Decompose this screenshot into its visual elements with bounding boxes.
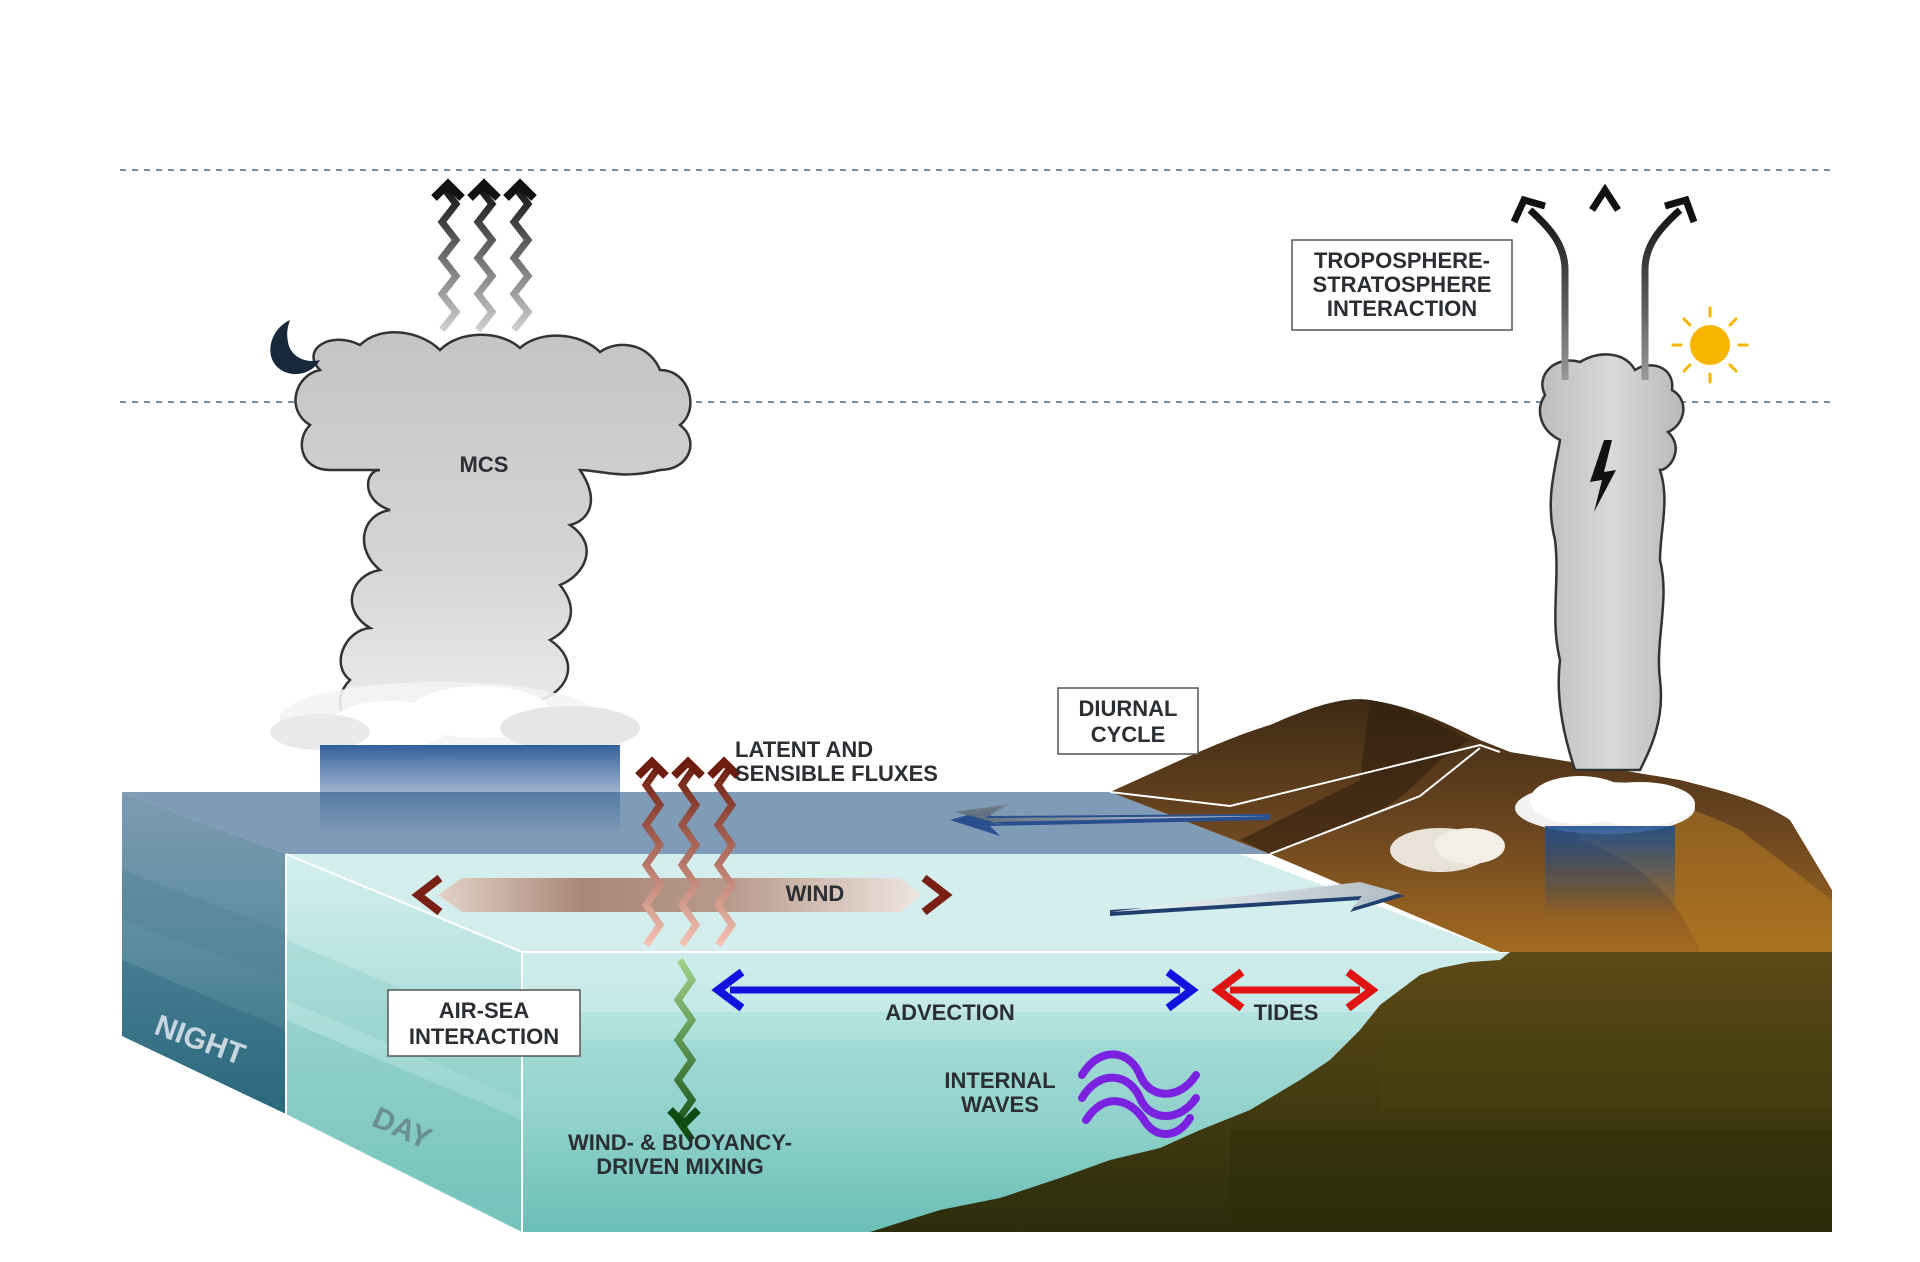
- diurnal-label-line1: DIURNAL: [1079, 696, 1178, 721]
- mcs-radiation-arrowhead-3: [503, 178, 537, 201]
- wind-arrow: [411, 874, 953, 916]
- mcs-label: MCS: [460, 452, 509, 477]
- mcs-radiation-wave-1: [437, 183, 461, 333]
- tides-label: TIDES: [1254, 1000, 1319, 1025]
- flux-wave-3: [713, 762, 737, 948]
- airsea-label-box: [387, 989, 581, 1057]
- sun-icon: [1671, 306, 1749, 384]
- mixing-arrowhead: [667, 1107, 701, 1130]
- tst-label-box: [1291, 239, 1513, 331]
- mcs-cloud: [270, 331, 692, 835]
- sea-breeze-arrow: [1110, 882, 1405, 916]
- diurnal-label-line2: CYCLE: [1091, 722, 1166, 747]
- night-side-face: [122, 792, 286, 1114]
- crescent-moon-icon: [270, 320, 320, 375]
- flux-arrowhead-1: [635, 756, 669, 779]
- flux-arrowhead-2: [671, 756, 705, 779]
- flux-arrowhead-3: [707, 756, 741, 779]
- flux-wave-2: [677, 762, 701, 948]
- fluxes-label-line2: SENSIBLE FLUXES: [735, 761, 938, 786]
- airsea-label-line2: INTERACTION: [409, 1024, 559, 1049]
- tst-label-line2: STRATOSPHERE: [1313, 272, 1492, 297]
- mcs-radiation-arrowhead-1: [431, 178, 465, 201]
- advection-arrow: [711, 968, 1199, 1012]
- rain-right: [1545, 826, 1675, 916]
- internal-waves-label-line1: INTERNAL: [944, 1068, 1055, 1093]
- convective-tower: [1390, 353, 1695, 916]
- rain-left: [320, 745, 620, 835]
- advection-label: ADVECTION: [885, 1000, 1015, 1025]
- flux-arrows: [635, 756, 741, 948]
- stratosphere-arrows: [1510, 183, 1698, 380]
- internal-waves-icon: [1078, 1050, 1200, 1138]
- tst-label-line3: INTERACTION: [1327, 296, 1477, 321]
- mcs-radiation-wave-2: [473, 183, 497, 333]
- wind-label: WIND: [786, 881, 845, 906]
- fluxes-label-line1: LATENT AND: [735, 737, 873, 762]
- mixing-label-line1: WIND- & BUOYANCY-: [568, 1130, 792, 1155]
- internal-waves-label-line2: WAVES: [961, 1092, 1039, 1117]
- diurnal-label-box: [1057, 687, 1199, 755]
- tides-arrow: [1211, 968, 1379, 1012]
- flux-wave-1: [641, 762, 665, 948]
- mcs-radiation-arrows: [431, 178, 537, 333]
- airsea-label-line1: AIR-SEA: [439, 998, 530, 1023]
- continental-shelf: [870, 952, 1832, 1232]
- mcs-radiation-wave-3: [509, 183, 533, 333]
- mixing-label-line2: DRIVEN MIXING: [596, 1154, 763, 1179]
- mixing-wave: [673, 958, 697, 1143]
- land-breeze-arrow: [950, 804, 1270, 836]
- mixing-arrow: [667, 958, 701, 1143]
- mcs-radiation-arrowhead-2: [467, 178, 501, 201]
- lightning-bolt-icon: [1590, 440, 1616, 512]
- tst-label-line1: TROPOSPHERE-: [1314, 248, 1490, 273]
